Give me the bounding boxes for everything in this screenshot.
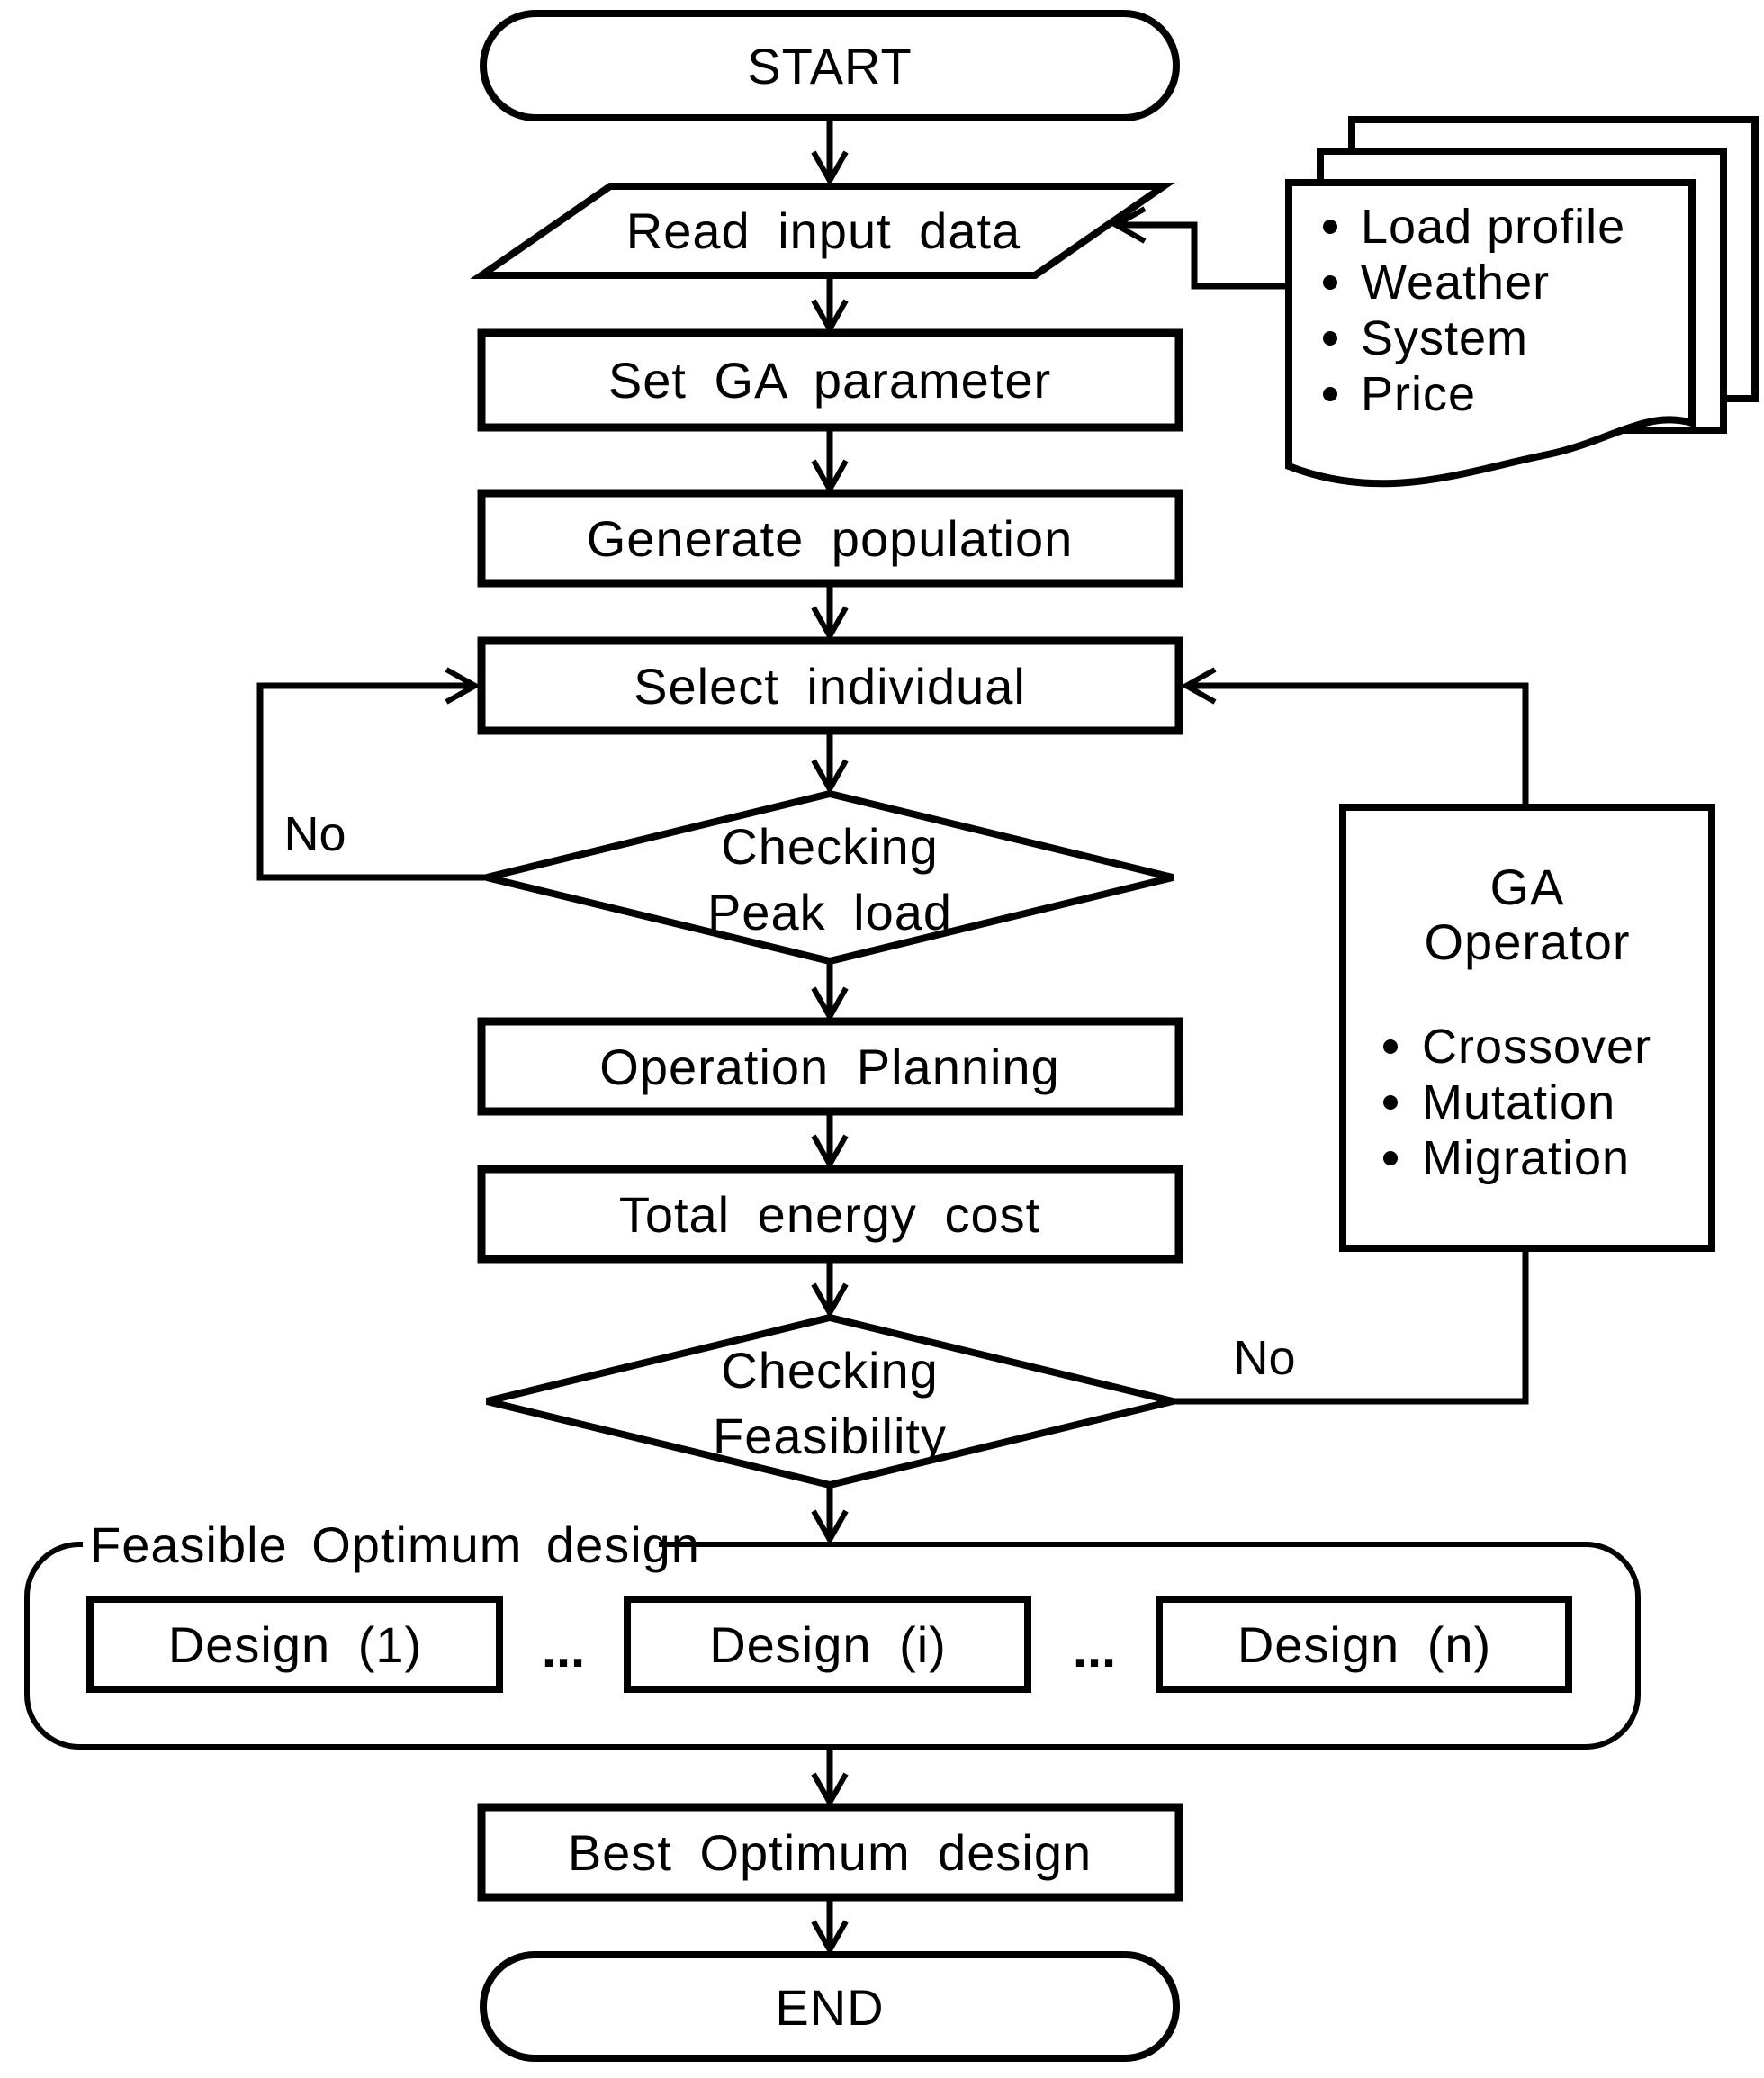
ga-operator-item-mutation: Mutation <box>1422 1075 1616 1129</box>
ga-operator-item-migration: Migration <box>1422 1131 1630 1185</box>
read-input-data-node <box>470 183 1175 279</box>
select-individual-label: Select individual <box>634 658 1026 715</box>
read-input-data-label: Read input data <box>626 202 1021 259</box>
edge-feasibility-no-to-ga <box>1173 1252 1529 1405</box>
ga-operator-group: GA Operator Crossover Mutation Migration <box>1339 804 1715 1252</box>
select-individual-node <box>477 636 1184 735</box>
design-n-label: Design (n) <box>1238 1616 1491 1673</box>
checking-feasibility-label-line2: Feasibility <box>713 1408 947 1464</box>
document-item-weather: Weather <box>1361 256 1550 310</box>
bullet-icon <box>1323 220 1337 234</box>
feasible-group: Feasible Optimum design Design (1) ... D… <box>24 1516 1641 1750</box>
ga-operator-title-line1: GA <box>1490 859 1565 915</box>
set-ga-parameter-node <box>477 328 1184 432</box>
ga-operator-item-crossover: Crossover <box>1422 1020 1652 1074</box>
best-optimum-design-node <box>477 1803 1184 1902</box>
operation-planning-node <box>477 1017 1184 1116</box>
design-1-label: Design (1) <box>168 1616 422 1673</box>
bullet-icon <box>1383 1039 1398 1054</box>
checking-peak-load-node <box>486 789 1174 966</box>
total-energy-cost-node <box>477 1165 1184 1264</box>
design-ellipsis-right: ... <box>1073 1620 1116 1678</box>
best-optimum-design-label: Best Optimum design <box>568 1824 1092 1881</box>
feasible-group-label: Feasible Optimum design <box>90 1516 700 1573</box>
document-item-system: System <box>1361 311 1528 365</box>
feasible-group-label-mask <box>83 1516 659 1573</box>
checking-feasibility-label-line1: Checking <box>721 1342 938 1399</box>
document-item-load-profile: Load profile <box>1361 200 1625 254</box>
bullet-icon <box>1383 1095 1398 1110</box>
input-document-stack: Load profile Weather System Price <box>1285 116 1759 488</box>
design-i-node <box>624 1596 1031 1693</box>
checking-peak-load-label-line2: Peak load <box>707 884 952 940</box>
checking-feasibility-node <box>486 1313 1174 1489</box>
start-node <box>480 10 1180 121</box>
generate-population-node <box>477 489 1184 588</box>
set-ga-parameter-label: Set GA parameter <box>608 352 1051 409</box>
bullet-icon <box>1323 387 1337 401</box>
edge-document-to-read-input <box>1110 206 1289 290</box>
design-ellipsis-left: ... <box>542 1620 585 1678</box>
start-label: START <box>747 38 912 94</box>
peak-load-no-label: No <box>284 807 346 861</box>
bullet-icon <box>1323 275 1337 290</box>
ga-operator-title-line2: Operator <box>1425 913 1631 970</box>
edge-peak-no-to-select <box>256 667 487 881</box>
total-energy-cost-label: Total energy cost <box>619 1186 1040 1243</box>
generate-population-label: Generate population <box>587 510 1074 567</box>
checking-peak-load-label-line1: Checking <box>721 818 938 875</box>
end-node <box>480 1951 1180 2062</box>
bullet-icon <box>1323 331 1337 346</box>
document-item-price: Price <box>1361 367 1476 421</box>
ga-operator-node <box>1339 804 1715 1252</box>
design-1-node <box>86 1596 503 1693</box>
design-i-label: Design (i) <box>709 1616 947 1673</box>
end-label: END <box>775 1979 884 2036</box>
operation-planning-label: Operation Planning <box>599 1039 1059 1095</box>
document-page-front <box>1285 179 1696 488</box>
edge-ga-to-select <box>1180 667 1529 807</box>
bullet-icon <box>1383 1151 1398 1165</box>
design-n-node <box>1156 1596 1572 1693</box>
feasibility-no-label: No <box>1233 1331 1295 1385</box>
